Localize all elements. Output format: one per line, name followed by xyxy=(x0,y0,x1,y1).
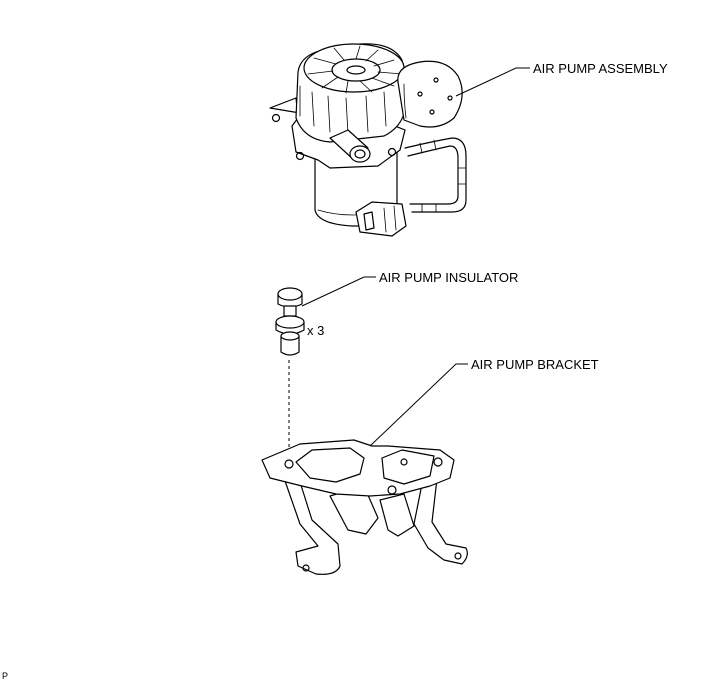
air-pump-insulator-leader xyxy=(301,276,376,307)
air-pump-assembly-leader xyxy=(455,67,530,97)
air-pump-assembly-label: AIR PUMP ASSEMBLY xyxy=(533,61,668,76)
insulator-quantity-label: x 3 xyxy=(307,323,324,338)
air-pump-bracket-drawing xyxy=(261,439,468,575)
air-pump-insulator-drawing xyxy=(275,287,305,356)
air-pump-assembly-drawing xyxy=(269,43,467,237)
air-pump-bracket-leader xyxy=(369,363,468,447)
air-pump-insulator-label: AIR PUMP INSULATOR xyxy=(379,270,518,285)
illustration-code: P xyxy=(2,671,8,681)
air-pump-bracket-label: AIR PUMP BRACKET xyxy=(471,357,599,372)
